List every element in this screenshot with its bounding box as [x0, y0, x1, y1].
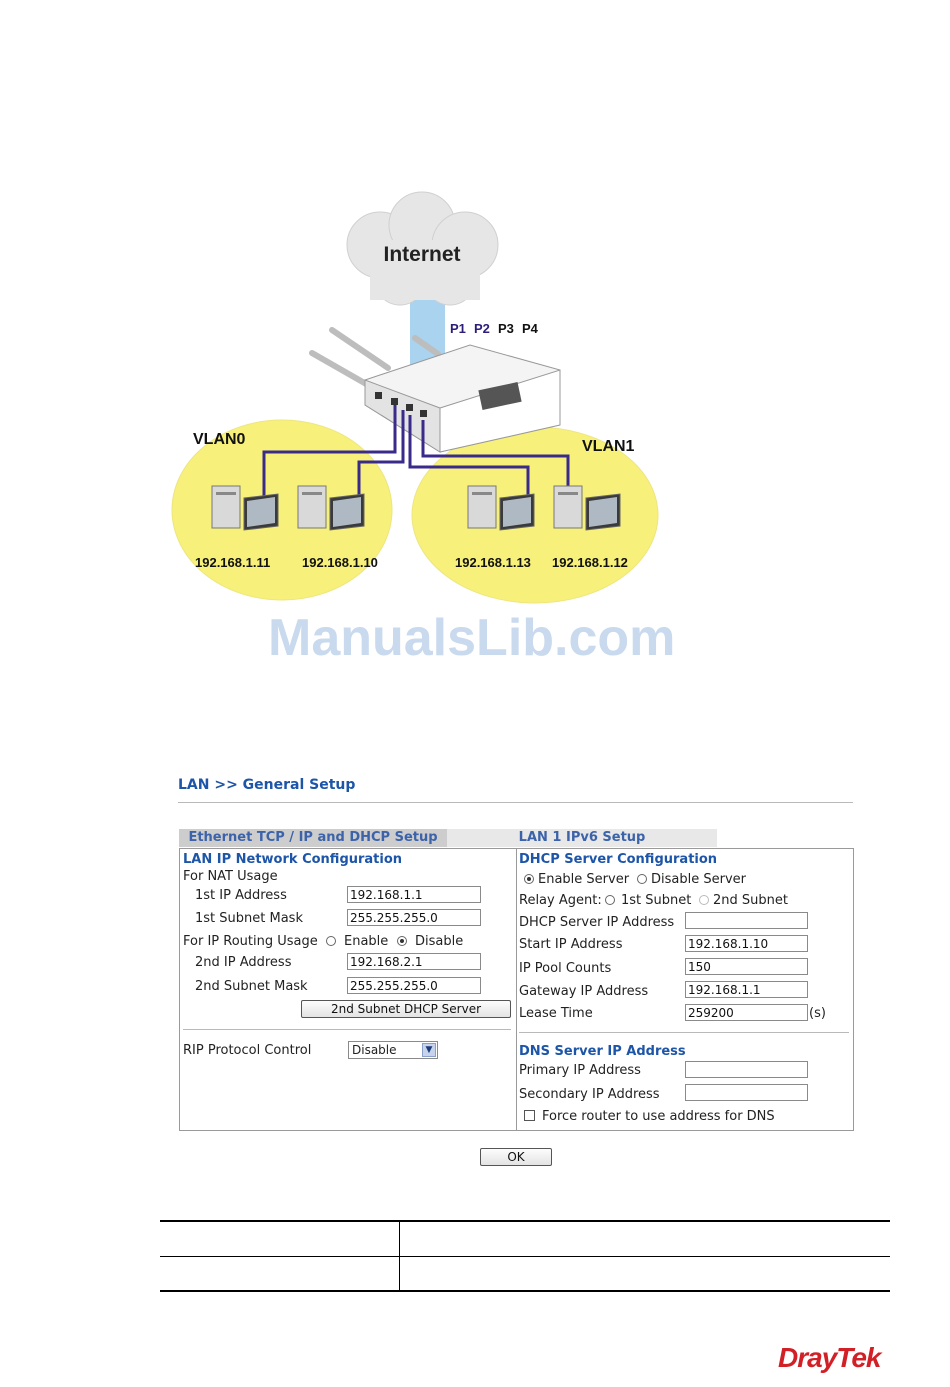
lease-unit-label: (s) — [809, 1006, 826, 1021]
port-label-p4: P4 — [522, 321, 539, 336]
gateway-ip-label: Gateway IP Address — [519, 984, 649, 999]
enable-server-label: Enable Server — [538, 872, 630, 887]
rip-select-value: Disable — [352, 1043, 397, 1057]
column-divider — [516, 848, 517, 1130]
enable-server-radio[interactable] — [524, 874, 534, 884]
secondary-dns-field[interactable] — [685, 1084, 808, 1101]
relay-2nd-subnet-radio[interactable] — [699, 895, 709, 905]
start-ip-field[interactable]: 192.168.1.10 — [685, 935, 808, 952]
ip2-label: 2nd IP Address — [195, 955, 292, 970]
ok-button[interactable]: OK — [480, 1148, 552, 1166]
relay-agent-label: Relay Agent: — [519, 893, 602, 908]
mask2-field[interactable]: 255.255.255.0 — [347, 977, 481, 994]
rip-label: RIP Protocol Control — [183, 1043, 312, 1058]
title-divider — [178, 802, 853, 803]
vlan1-label: VLAN1 — [582, 438, 635, 455]
lease-time-field[interactable]: 259200 — [685, 1004, 808, 1021]
relay-1st-subnet-label: 1st Subnet — [621, 893, 692, 908]
mask2-label: 2nd Subnet Mask — [195, 979, 308, 994]
page-title: LAN >> General Setup — [178, 777, 356, 793]
dhcp-server-ip-label: DHCP Server IP Address — [519, 915, 675, 930]
start-ip-label: Start IP Address — [519, 937, 623, 952]
vlan0-label: VLAN0 — [193, 431, 246, 448]
router-antennas — [309, 327, 441, 388]
pool-count-label: IP Pool Counts — [519, 961, 612, 976]
port-label-p3: P3 — [498, 321, 514, 336]
lease-time-label: Lease Time — [519, 1006, 593, 1021]
computer-icon — [553, 485, 621, 531]
watermark: ManualsLib.com — [268, 609, 676, 667]
port-label-p1: P1 — [450, 321, 466, 336]
routing-disable-radio[interactable] — [397, 936, 407, 946]
table-row-rule — [160, 1256, 890, 1257]
table-top-rule — [160, 1220, 890, 1222]
internet-cloud-icon — [346, 191, 499, 306]
disable-server-radio[interactable] — [637, 874, 647, 884]
2nd-subnet-dhcp-button[interactable]: 2nd Subnet DHCP Server — [301, 1000, 511, 1018]
nat-usage-label: For NAT Usage — [183, 869, 278, 884]
relay-2nd-subnet-label: 2nd Subnet — [713, 893, 788, 908]
computer-icon — [297, 485, 365, 531]
routing-usage-label: For IP Routing Usage — [183, 934, 318, 949]
chevron-down-icon[interactable]: ▼ — [422, 1043, 436, 1057]
pool-count-field[interactable]: 150 — [685, 958, 808, 975]
table-column-rule — [399, 1221, 400, 1291]
dhcp-server-ip-field[interactable] — [685, 912, 808, 929]
lan-ip-heading: LAN IP Network Configuration — [183, 852, 403, 867]
force-dns-checkbox[interactable] — [524, 1110, 535, 1121]
gateway-ip-field[interactable]: 192.168.1.1 — [685, 981, 808, 998]
draytek-logo: DrayTek — [778, 1342, 881, 1373]
dhcp-heading: DHCP Server Configuration — [519, 852, 718, 867]
force-dns-label: Force router to use address for DNS — [542, 1109, 775, 1124]
vlan0-zone — [171, 419, 393, 601]
rip-select[interactable]: Disable ▼ — [348, 1041, 438, 1059]
ip2-field[interactable]: 192.168.2.1 — [347, 953, 481, 970]
routing-enable-label: Enable — [344, 934, 389, 949]
ip1-field[interactable]: 192.168.1.1 — [347, 886, 481, 903]
host-ip-label: 192.168.1.11 — [195, 555, 270, 570]
relay-1st-subnet-radio[interactable] — [605, 895, 615, 905]
dns-heading: DNS Server IP Address — [519, 1044, 686, 1059]
host-ip-label: 192.168.1.13 — [455, 555, 531, 570]
primary-dns-label: Primary IP Address — [519, 1063, 641, 1078]
router-icon — [364, 344, 561, 453]
port-label-p2: P2 — [474, 321, 490, 336]
vlan-network-diagram: Internet P1 P2 P3 P4 VLAN0 VLAN1 — [171, 191, 659, 604]
host-ip-label: 192.168.1.12 — [552, 555, 628, 570]
tab-ipv6-setup[interactable]: LAN 1 IPv6 Setup — [447, 829, 717, 847]
cloud-label: Internet — [383, 243, 460, 266]
mask1-label: 1st Subnet Mask — [195, 911, 303, 926]
left-section-divider — [183, 1029, 511, 1030]
lan-cables — [262, 405, 570, 505]
ip1-label: 1st IP Address — [195, 888, 287, 903]
computer-icon — [211, 485, 279, 531]
mask1-field[interactable]: 255.255.255.0 — [347, 909, 481, 926]
tab-ethernet-dhcp[interactable]: Ethernet TCP / IP and DHCP Setup — [179, 829, 447, 847]
disable-server-label: Disable Server — [651, 872, 746, 887]
host-ip-label: 192.168.1.10 — [302, 555, 378, 570]
secondary-dns-label: Secondary IP Address — [519, 1087, 660, 1102]
computer-icon — [467, 485, 535, 531]
primary-dns-field[interactable] — [685, 1061, 808, 1078]
right-section-divider — [519, 1032, 849, 1033]
table-bottom-rule — [160, 1290, 890, 1292]
routing-enable-radio[interactable] — [326, 936, 336, 946]
routing-disable-label: Disable — [415, 934, 464, 949]
